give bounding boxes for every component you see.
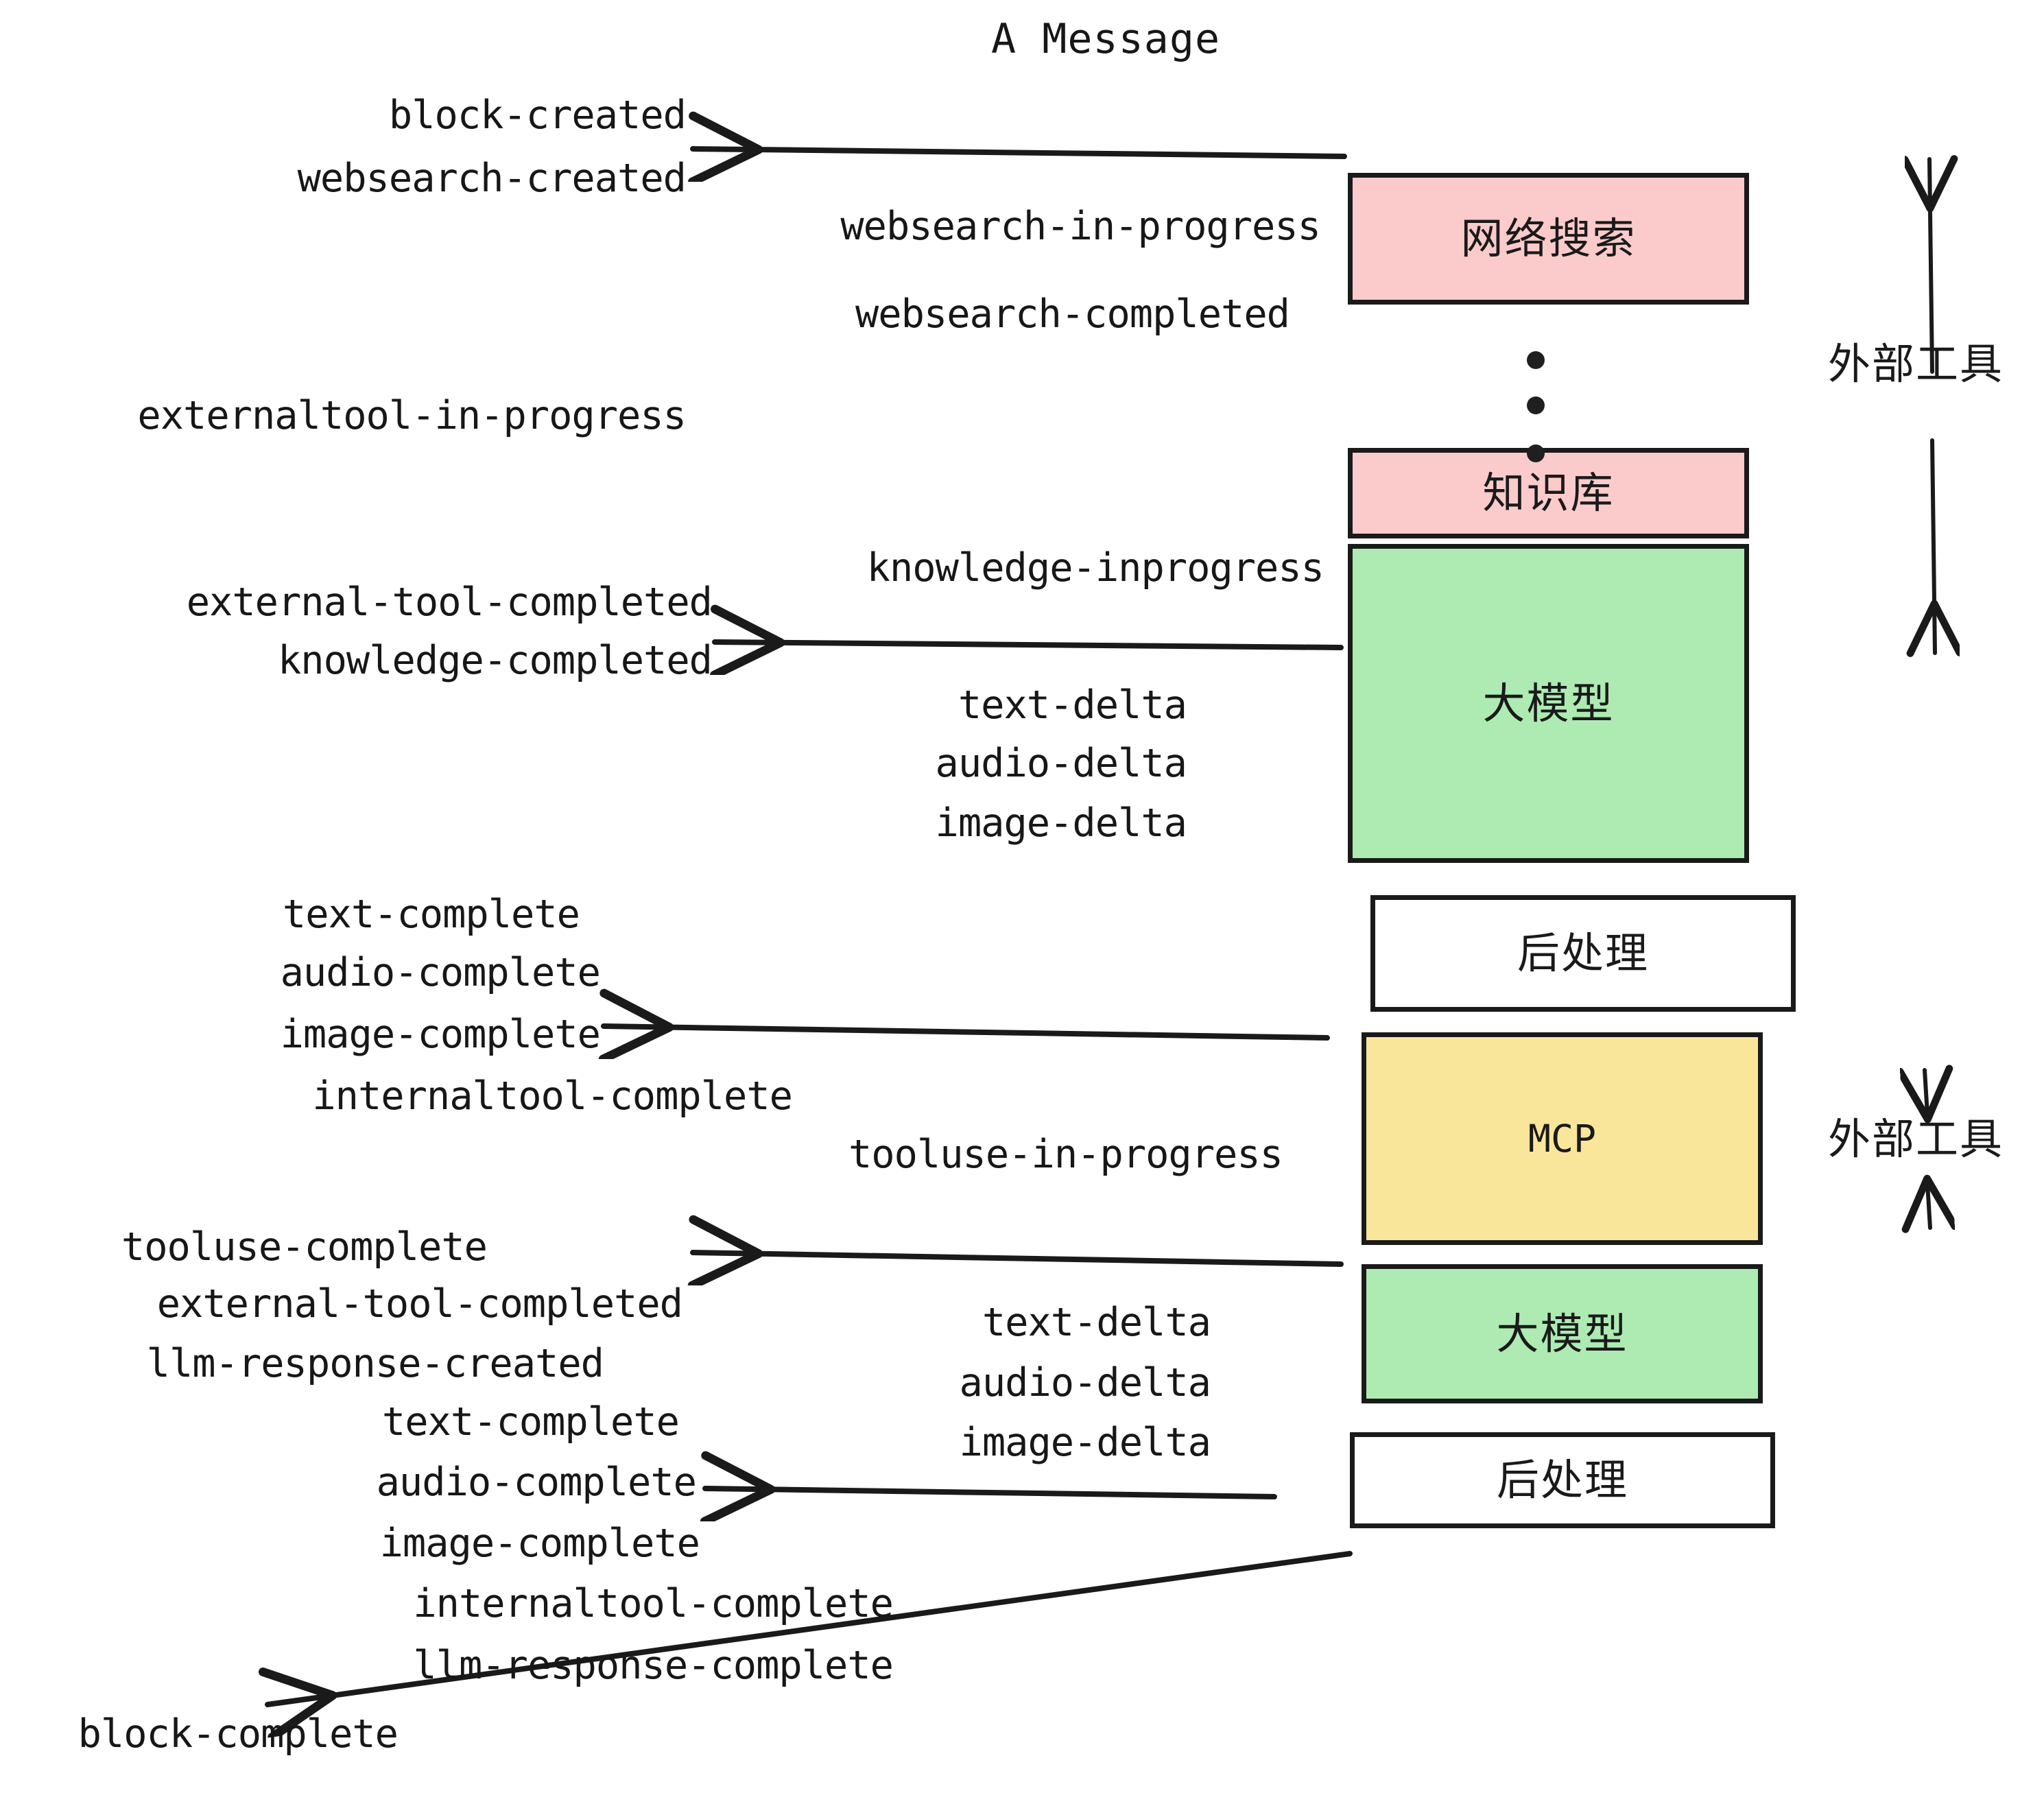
event-label-knowledge-inprogress: knowledge-inprogress <box>866 545 1324 591</box>
arrow-image-complete <box>604 1026 1330 1038</box>
event-label-websearch-in-progress: websearch-in-progress <box>840 204 1321 249</box>
node-websearch: 网络搜索 <box>1348 173 1749 305</box>
ellipsis-dot-2 <box>1527 396 1545 414</box>
event-label-audio-delta-1: audio-delta <box>935 741 1188 786</box>
event-label-internaltool-complete-2: internaltool-complete <box>413 1581 894 1626</box>
event-label-image-complete-2: image-complete <box>379 1521 700 1566</box>
node-label-knowledge: 知识库 <box>1482 468 1615 518</box>
scope-external-tools-top-down <box>1932 438 1935 653</box>
node-postprocess-2: 后处理 <box>1350 1432 1775 1528</box>
event-label-llm-response-created: llm-response-created <box>146 1341 604 1386</box>
node-postprocess-1: 后处理 <box>1370 895 1796 1012</box>
node-label-llm-2: 大模型 <box>1496 1308 1628 1359</box>
event-label-internaltool-complete-1: internaltool-complete <box>312 1073 793 1119</box>
node-label-llm-1: 大模型 <box>1482 678 1615 728</box>
diagram-title: A Message <box>991 15 1221 63</box>
ellipsis-dot-3 <box>1527 444 1545 462</box>
scope-arrows <box>1925 159 1935 1228</box>
node-knowledge: 知识库 <box>1348 448 1749 538</box>
arrow-tooluse-complete <box>693 1253 1344 1264</box>
event-label-image-delta-1: image-delta <box>935 800 1188 846</box>
event-label-tooluse-complete: tooluse-complete <box>121 1224 488 1270</box>
event-label-block-created: block-created <box>388 93 687 138</box>
arrow-block-created <box>693 149 1347 156</box>
event-label-text-delta-1: text-delta <box>958 683 1187 728</box>
event-label-websearch-completed: websearch-completed <box>855 292 1290 337</box>
event-label-text-complete-2: text-complete <box>381 1399 680 1445</box>
side-label-external-tools-top: 外部工具 <box>1828 339 2004 389</box>
arrow-knowledge-completed <box>715 642 1344 648</box>
event-label-image-complete-1: image-complete <box>280 1012 601 1057</box>
event-label-text-delta-2: text-delta <box>982 1300 1211 1345</box>
event-label-block-complete: block-complete <box>78 1711 399 1757</box>
event-label-image-delta-2: image-delta <box>959 1420 1212 1465</box>
node-label-postprocess-1: 后处理 <box>1517 928 1649 978</box>
event-label-audio-delta-2: audio-delta <box>959 1360 1212 1405</box>
side-label-external-tools-bottom: 外部工具 <box>1828 1114 2004 1164</box>
node-label-postprocess-2: 后处理 <box>1496 1455 1628 1505</box>
event-label-audio-complete-1: audio-complete <box>280 950 601 995</box>
node-label-websearch: 网络搜索 <box>1460 213 1637 263</box>
event-label-audio-complete-2: audio-complete <box>376 1460 697 1505</box>
scope-external-tools-bottom-up <box>1925 1070 1927 1115</box>
event-label-external-tool-completed-1: external-tool-completed <box>186 580 713 625</box>
event-label-websearch-created: websearch-created <box>297 156 687 201</box>
event-label-externaltool-in-progress: externaltool-in-progress <box>137 393 687 438</box>
event-label-text-complete-1: text-complete <box>282 892 580 937</box>
node-label-mcp: MCP <box>1528 1116 1597 1161</box>
ellipsis-dot-1 <box>1527 351 1545 369</box>
event-label-external-tool-completed-2: external-tool-completed <box>156 1281 683 1327</box>
node-llm-2: 大模型 <box>1362 1264 1763 1403</box>
node-mcp: MCP <box>1362 1032 1763 1245</box>
event-label-llm-response-complete: llm-response-complete <box>413 1643 894 1688</box>
event-label-knowledge-completed: knowledge-completed <box>277 638 713 683</box>
node-llm-1: 大模型 <box>1348 544 1749 863</box>
event-label-tooluse-in-progress: tooluse-in-progress <box>848 1132 1283 1177</box>
arrow-audio-complete <box>705 1488 1277 1497</box>
scope-external-tools-bottom-down <box>1927 1183 1930 1228</box>
